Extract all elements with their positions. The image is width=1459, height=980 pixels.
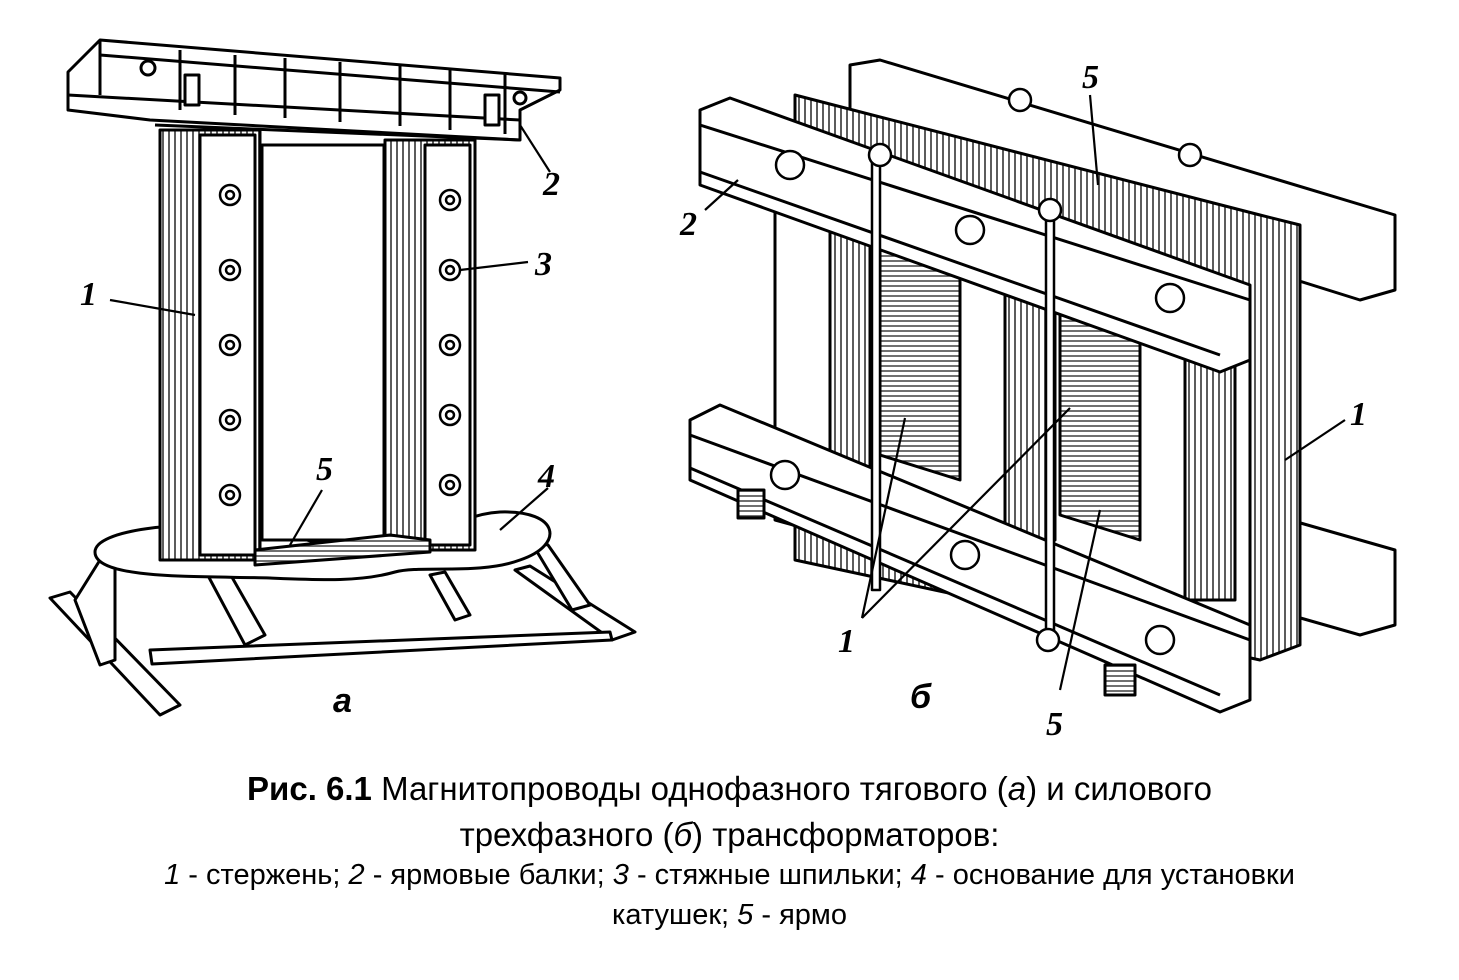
caption-title-line-2: трехфазного (б) трансформаторов: [0, 814, 1459, 856]
caption-title-a: а [1007, 770, 1027, 807]
legend-n-3: 3 [612, 859, 629, 891]
legend-text-2: - ярмовые балки; [364, 859, 613, 891]
panel-label-b: б [910, 678, 932, 716]
caption-legend-line-2: катушек; 5 - ярмо [0, 896, 1459, 934]
callout-5-b-bottom: 5 [1046, 706, 1063, 743]
transformer-cores-illustration: 1 2 3 4 5 а 5 2 1 1 5 б [48, 38, 1397, 743]
callout-4-a: 4 [537, 458, 555, 495]
legend-n-1: 1 [164, 859, 181, 891]
callout-1-a: 1 [80, 276, 97, 313]
panel-b-drawing [688, 58, 1397, 714]
callout-2-b: 2 [679, 206, 697, 243]
legend-n-2: 2 [348, 859, 365, 891]
callout-5-b-top: 5 [1082, 59, 1099, 96]
callout-5-a: 5 [316, 451, 333, 488]
legend-text-1: - стержень; [180, 859, 349, 891]
figure: 1 2 3 4 5 а 5 2 1 1 5 б [48, 38, 1397, 743]
figure-number: Рис. 6.1 [247, 770, 372, 807]
callout-1-b-left: 1 [838, 623, 855, 660]
caption-title-part2: ) и силового [1026, 770, 1212, 807]
caption-title-line-1: Рис. 6.1 Магнитопроводы однофазного тяго… [0, 768, 1459, 810]
callout-3-a: 3 [534, 246, 552, 283]
callout-2-a: 2 [542, 166, 560, 203]
legend-text-3: - стяжные шпильки; [628, 859, 911, 891]
legend-text-4: - основание для установки [926, 859, 1295, 891]
caption-title-b: б [673, 816, 693, 853]
caption-legend-line-1: 1 - стержень; 2 - ярмовые балки; 3 - стя… [0, 856, 1459, 894]
panel-a-drawing [48, 38, 637, 717]
legend-line2-text: катушек; [612, 899, 738, 931]
callout-1-b-right: 1 [1350, 396, 1367, 433]
panel-label-a: а [333, 682, 352, 720]
legend-line2-tail: - ярмо [753, 899, 847, 931]
legend-n-5: 5 [737, 899, 754, 931]
caption-title-part1: Магнитопроводы однофазного тягового ( [371, 770, 1008, 807]
caption-line2-part1: трехфазного ( [459, 816, 674, 853]
caption-line2-part2: ) трансформаторов: [692, 816, 1000, 853]
legend-n-4: 4 [910, 859, 927, 891]
